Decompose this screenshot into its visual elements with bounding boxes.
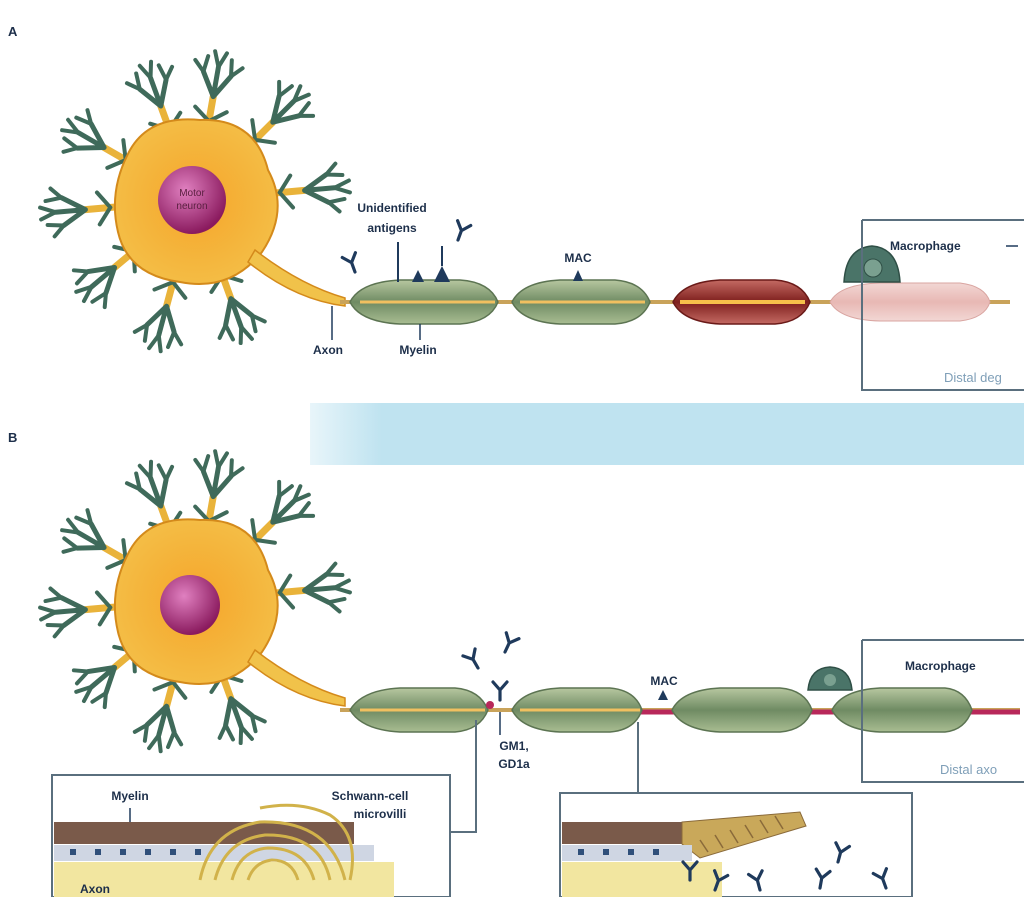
stage-band xyxy=(310,403,1024,465)
panel-b-myelin-segments xyxy=(349,687,973,733)
panel-a-cell-label-2: neuron xyxy=(176,201,207,212)
axon-label: Axon xyxy=(313,343,343,357)
gm1-label-2: GD1a xyxy=(498,757,530,771)
panel-b-macrophage-label: Macrophage xyxy=(905,659,976,673)
gm1-label-1: GM1, xyxy=(499,739,528,753)
panel-a-inset-caption: Distal deg xyxy=(944,370,1002,385)
antigens-label-2: antigens xyxy=(367,221,417,235)
panel-a-nucleus xyxy=(158,166,226,234)
panel-a-inset-frame xyxy=(861,219,1024,391)
antigens-label-1: Unidentified xyxy=(357,201,426,215)
panel-a-macrophage-label: Macrophage xyxy=(890,239,961,253)
inset-axon-label: Axon xyxy=(80,882,110,896)
panel-b-neuron xyxy=(38,448,351,756)
panel-b-mac-label: MAC xyxy=(650,674,678,688)
panel-b-inset-caption: Distal axo xyxy=(940,762,997,777)
panel-b-nucleus xyxy=(160,575,220,635)
panel-b-macrophage xyxy=(807,666,853,691)
node-inset-attacked xyxy=(559,792,913,898)
panel-a-macrophage xyxy=(843,245,901,283)
myelin-label: Myelin xyxy=(399,343,436,357)
inset-myelin-label: Myelin xyxy=(111,789,148,803)
panel-b-inset-frame xyxy=(861,639,1024,783)
panel-b-letter: B xyxy=(8,430,17,445)
panel-a-neuron xyxy=(38,48,351,356)
panel-a-antigens xyxy=(340,219,473,282)
inset-schwann-label-1: Schwann-cell xyxy=(332,789,409,803)
inset-schwann-label-2: microvilli xyxy=(354,807,407,821)
panel-a-mac-complex xyxy=(573,270,583,281)
node-inset-normal xyxy=(51,774,451,898)
panel-a-letter: A xyxy=(8,24,18,39)
panel-a-cell-label-1: Motor xyxy=(179,188,205,199)
panel-b-antibodies xyxy=(461,631,521,709)
panel-a-mac-label: MAC xyxy=(564,251,592,265)
